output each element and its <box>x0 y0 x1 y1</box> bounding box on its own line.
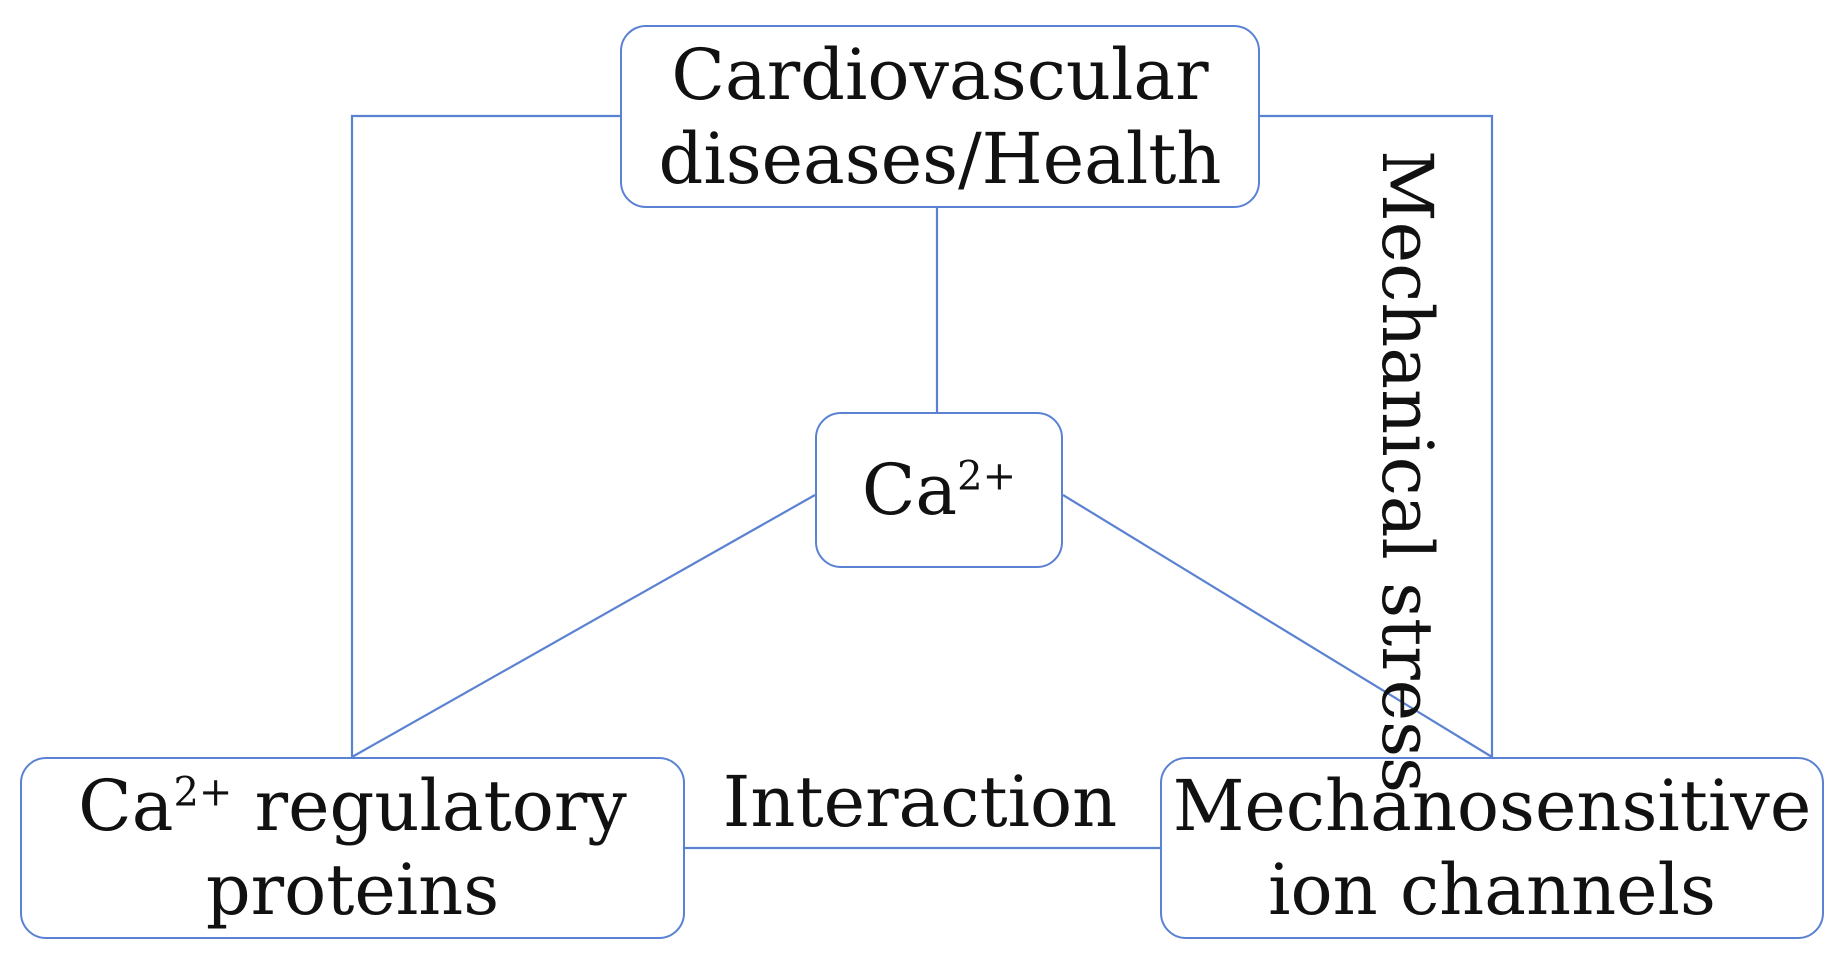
edge-center-right <box>1062 494 1493 758</box>
edge-center-left <box>351 494 816 758</box>
calcium-charge: 2+ <box>957 453 1017 500</box>
calcium-symbol: Ca <box>78 765 174 847</box>
calcium-label: Ca2+ <box>862 448 1016 532</box>
edge-top-left <box>350 114 620 757</box>
calcium-charge: 2+ <box>173 769 233 816</box>
proteins-label: proteins <box>205 849 500 931</box>
ion-channels-label: ion channels <box>1268 849 1716 931</box>
calcium-box: Ca2+ <box>815 412 1063 568</box>
edge-top-right <box>1260 114 1494 757</box>
calcium-regulatory-label: Ca2+ regulatory <box>78 764 627 848</box>
interaction-label: Interaction <box>722 761 1118 843</box>
regulatory-label: regulatory <box>232 765 627 847</box>
calcium-regulatory-proteins-box: Ca2+ regulatory proteins <box>20 757 685 939</box>
diseases-health-label: diseases/Health <box>658 117 1222 200</box>
cardiovascular-health-box: Cardiovascular diseases/Health <box>620 25 1260 208</box>
mechanical-stress-label: Mechanical stress <box>1366 150 1448 793</box>
mechanosensitive-ion-channels-box: Mechanosensitive ion channels <box>1160 757 1824 939</box>
calcium-symbol: Ca <box>861 449 958 531</box>
cardiovascular-label: Cardiovascular <box>671 33 1209 116</box>
mechanosensitive-label: Mechanosensitive <box>1172 765 1812 847</box>
